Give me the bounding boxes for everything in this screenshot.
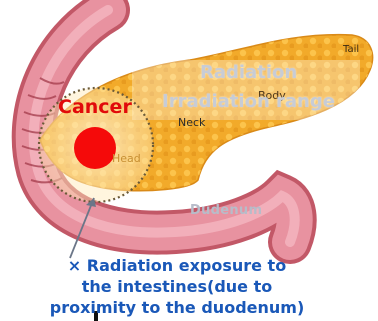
label-irradiation-range: Irradiation range [162,93,346,111]
label-radiation: Radiation [200,64,346,82]
note-text: × Radiation exposure to the intestines(d… [42,255,312,318]
label-head: Head [112,153,141,164]
label-duodenum: Dudenum [190,204,262,217]
note-line-1: × Radiation exposure to [42,255,312,276]
label-tail: Tail [343,45,359,55]
label-neck: Neck [178,117,205,128]
label-cancer: Cancer [58,98,132,117]
cancer-tumor [74,127,116,169]
note-line-3: proximity to the duodenum) [42,297,312,318]
note-line-2: the intestines(due to [42,276,312,297]
